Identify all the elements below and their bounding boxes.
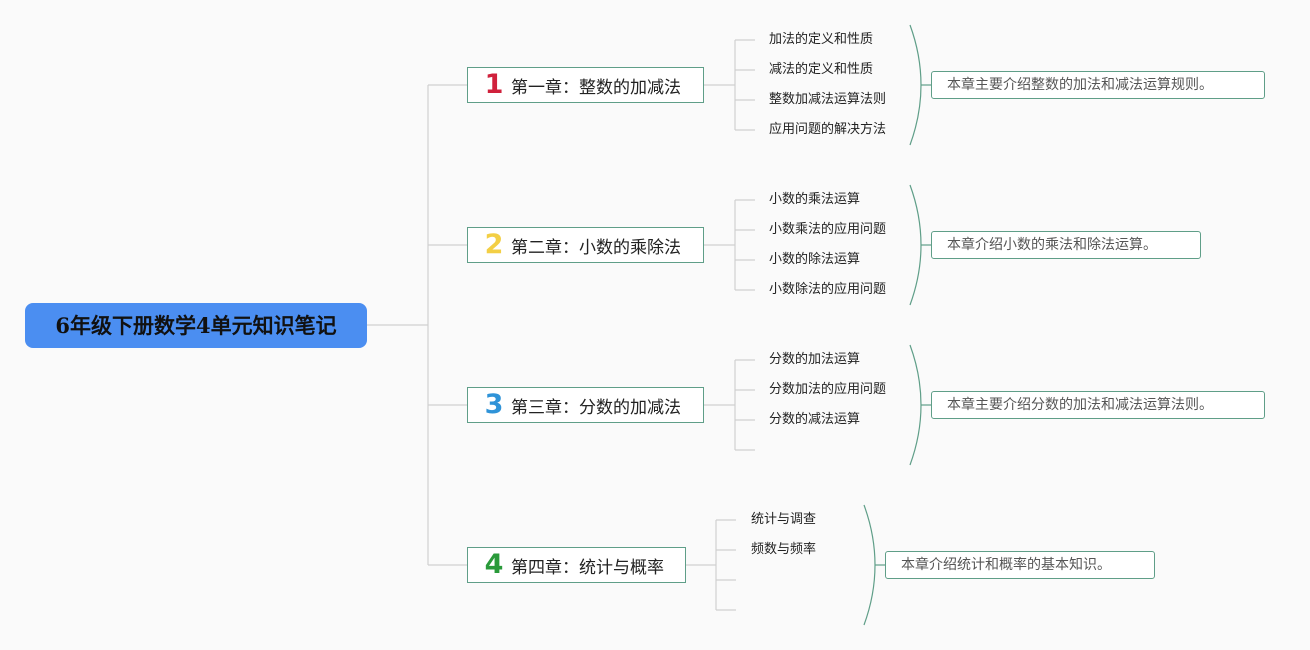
topic-4-1[interactable]: 统计与调查 <box>751 512 817 527</box>
summary-brace-2 <box>909 184 922 306</box>
chapter-number-1: 1 <box>484 69 504 100</box>
topic-1-3[interactable]: 整数加减法运算法则 <box>769 92 887 107</box>
chapter-node-3[interactable]: 3 第三章：分数的加减法 <box>467 387 704 423</box>
chapter-number-3: 3 <box>484 389 504 420</box>
chapter-node-1[interactable]: 1 第一章：整数的加减法 <box>467 67 704 103</box>
chapter-title-2: 第二章：小数的乘除法 <box>511 237 681 258</box>
topic-4-2[interactable]: 频数与频率 <box>751 542 817 557</box>
topic-1-2[interactable]: 减法的定义和性质 <box>769 62 874 77</box>
summary-brace-1 <box>909 24 922 146</box>
topic-connectors-4 <box>686 519 736 611</box>
topic-3-1[interactable]: 分数的加法运算 <box>769 352 861 367</box>
topic-2-4[interactable]: 小数除法的应用问题 <box>769 282 887 297</box>
summary-node-4[interactable]: 本章介绍统计和概率的基本知识。 <box>885 551 1155 579</box>
chapter-title-3: 第三章：分数的加减法 <box>511 397 681 418</box>
topic-3-2[interactable]: 分数加法的应用问题 <box>769 382 887 397</box>
topic-1-1[interactable]: 加法的定义和性质 <box>769 32 874 47</box>
chapter-number-2: 2 <box>484 229 504 260</box>
summary-node-2[interactable]: 本章介绍小数的乘法和除法运算。 <box>931 231 1201 259</box>
topic-2-3[interactable]: 小数的除法运算 <box>769 252 861 267</box>
topic-connectors-2 <box>704 199 755 291</box>
topic-2-2[interactable]: 小数乘法的应用问题 <box>769 222 887 237</box>
summary-brace-3 <box>909 344 922 466</box>
chapter-title-4: 第四章：统计与概率 <box>511 557 664 578</box>
root-node[interactable]: 6年级下册数学4单元知识笔记 <box>25 303 367 348</box>
topic-1-4[interactable]: 应用问题的解决方法 <box>769 122 887 137</box>
topic-2-1[interactable]: 小数的乘法运算 <box>769 192 861 207</box>
chapter-node-4[interactable]: 4 第四章：统计与概率 <box>467 547 686 583</box>
topic-connectors-3 <box>704 359 755 451</box>
summary-node-1[interactable]: 本章主要介绍整数的加法和减法运算规则。 <box>931 71 1265 99</box>
topic-connectors-1 <box>704 39 755 131</box>
summary-node-3[interactable]: 本章主要介绍分数的加法和减法运算法则。 <box>931 391 1265 419</box>
topic-3-3[interactable]: 分数的减法运算 <box>769 412 861 427</box>
chapter-number-4: 4 <box>484 549 504 580</box>
summary-brace-4 <box>863 504 876 626</box>
chapter-node-2[interactable]: 2 第二章：小数的乘除法 <box>467 227 704 263</box>
chapter-title-1: 第一章：整数的加减法 <box>511 77 681 98</box>
